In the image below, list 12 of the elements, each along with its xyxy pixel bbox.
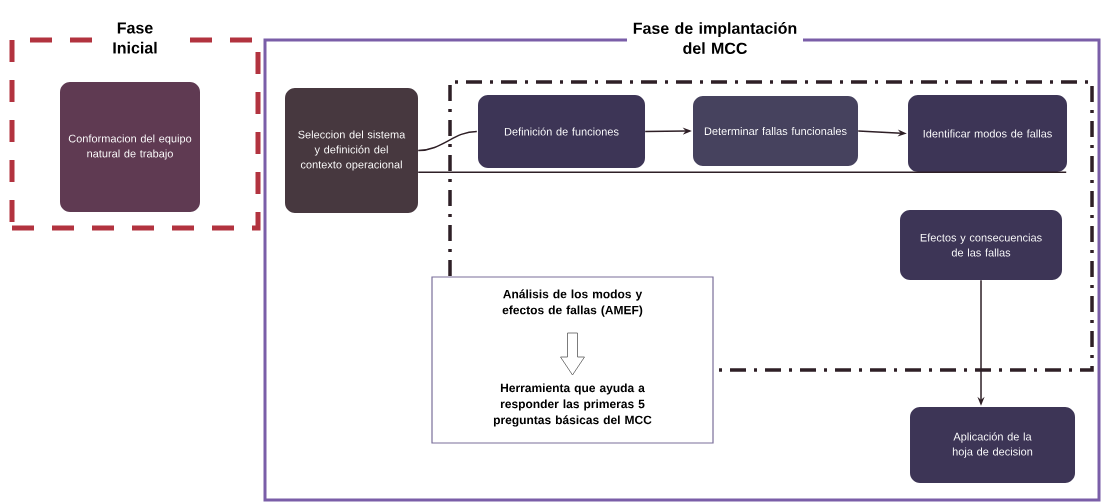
connector-line (417, 171, 1067, 173)
process-box: Aplicación de la hoja de decision (910, 407, 1075, 483)
process-box: Identificar modos de fallas (908, 95, 1067, 172)
process-box: Efectos y consecuencias de las fallas (900, 210, 1062, 280)
process-box: Seleccion del sistema y definición del contexto operacional (285, 88, 418, 213)
connector-line (417, 130, 478, 152)
node-label: Fase de implantación (633, 22, 797, 38)
node-label: Fase (117, 22, 153, 34)
text-box: Análisis de los modos y efectos de fallas (AMEF) Herramienta que ayuda a responder las primeras 5 preguntas básicas del MCC (431, 276, 714, 444)
process-box: Conformacion del equipo natural de trabajo (60, 82, 200, 212)
process-box: Determinar fallas funcionales (693, 96, 858, 166)
process-box: Definición de funciones (478, 95, 645, 168)
